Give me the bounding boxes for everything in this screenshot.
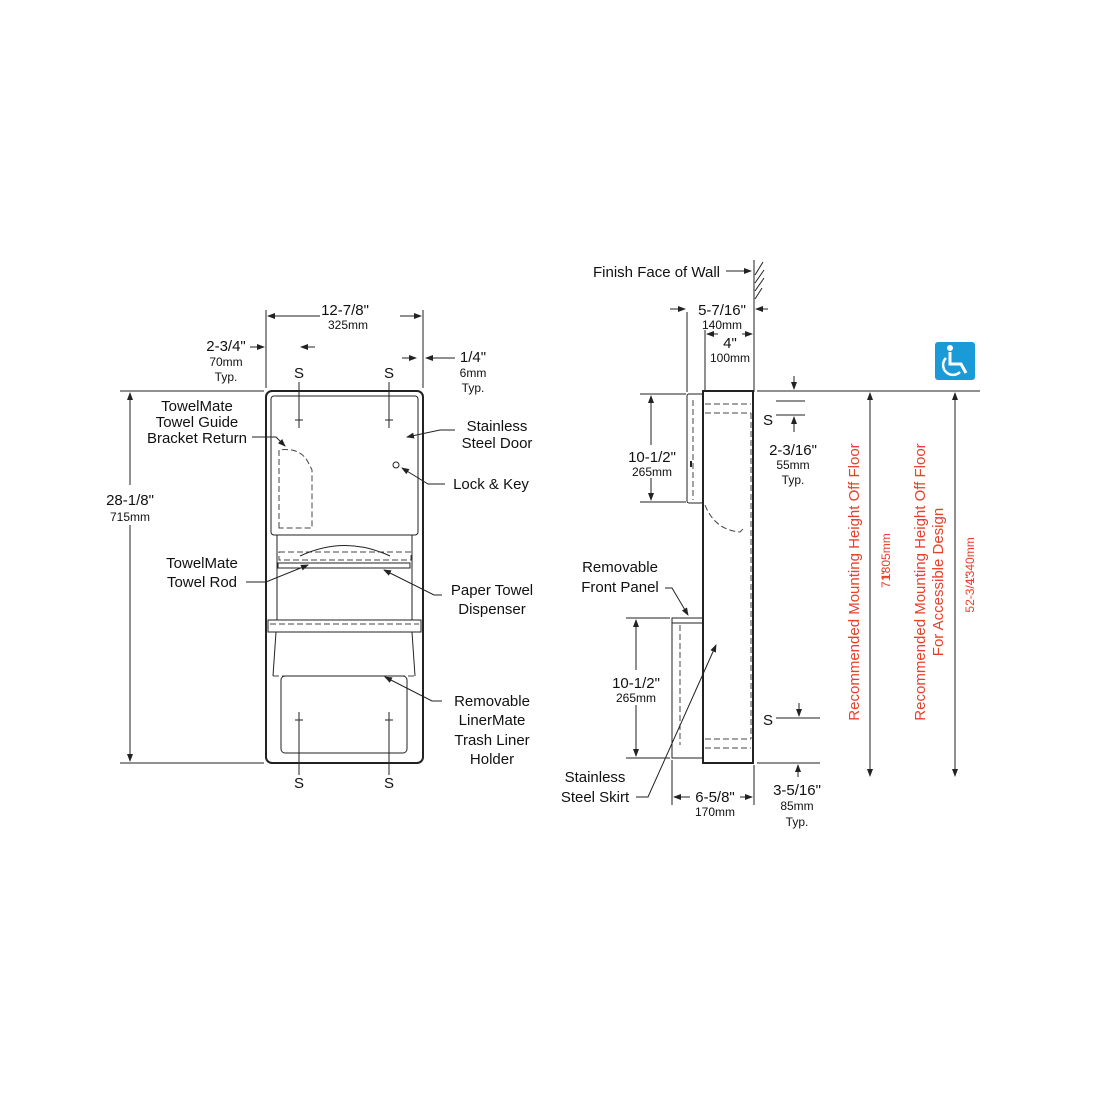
cabinet-outline <box>265 390 424 764</box>
towel-rod-label: Towel Rod <box>167 574 237 591</box>
accessible-height-label: Recommended Mounting Height Off Floor <box>912 443 929 720</box>
standard-height-imperial: 71'' <box>879 570 893 588</box>
front-panel-label: Removable <box>582 559 658 576</box>
lock-label: Lock & Key <box>453 476 529 493</box>
upper-height-metric: 265mm <box>632 465 672 479</box>
towel-guide-label: TowelMate <box>161 398 233 415</box>
bottom-screw-metric: 85mm <box>780 799 813 813</box>
screw-marker: S <box>763 412 773 429</box>
bottom-screw-dim: 3-5/16" <box>773 782 821 799</box>
dispenser-label: Dispenser <box>458 601 526 618</box>
skirt-label: Stainless <box>565 769 626 786</box>
lower-height-metric: 265mm <box>616 691 656 705</box>
recess-dim: 4" <box>723 335 737 352</box>
towel-guide-label: Bracket Return <box>147 430 247 447</box>
height-dim: 28-1/8" <box>106 492 154 509</box>
accessible-height-metric: 1340mm <box>963 537 977 584</box>
side-view: Finish Face of Wall 5-7/16" 140mm 4" 100… <box>561 260 821 829</box>
standard-height-metric: 1805mm <box>879 533 893 580</box>
screw-marker: S <box>294 775 304 792</box>
screw-marker: S <box>384 775 394 792</box>
screw-marker: S <box>384 365 394 382</box>
door-label: Stainless <box>467 418 528 435</box>
liner-holder-label: Holder <box>470 751 514 768</box>
width-dim-metric: 325mm <box>328 318 368 332</box>
screw-marker: S <box>294 365 304 382</box>
accessible-height-label: For Accessible Design <box>930 508 947 656</box>
depth-dim-metric: 140mm <box>702 318 742 332</box>
towel-rod-dashed <box>278 551 412 561</box>
wheelchair-accessibility-icon <box>935 342 975 380</box>
towel-rod <box>277 562 411 569</box>
upper-front-side <box>686 393 704 504</box>
door <box>270 395 419 536</box>
depth-dim: 5-7/16" <box>698 302 746 319</box>
skirt-label: Steel Skirt <box>561 789 630 806</box>
liner-holder-label: Removable <box>454 693 530 710</box>
accessible-height-imperial: 52-3/4'' <box>963 574 977 613</box>
top-screw-metric: 55mm <box>776 458 809 472</box>
lower-band <box>267 619 422 633</box>
recess-dim-metric: 100mm <box>710 351 750 365</box>
mounting-heights: Recommended Mounting Height Off Floor 71… <box>757 342 980 777</box>
wall-label: Finish Face of Wall <box>593 264 720 281</box>
top-screw-dim: 2-3/16" <box>769 442 817 459</box>
screw-marks <box>295 382 393 775</box>
liner-holder-label: LinerMate <box>459 712 526 729</box>
right-offset-metric: 6mm <box>460 366 487 380</box>
liner-holder <box>280 675 408 754</box>
towel-rod-label: TowelMate <box>166 555 238 572</box>
paper-towel-curve <box>299 545 391 557</box>
right-offset-note: Typ. <box>462 381 485 395</box>
door-label: Steel Door <box>462 435 533 452</box>
skirt-depth-dim: 6-5/8" <box>695 789 735 806</box>
left-offset-dim: 2-3/4" <box>206 338 246 355</box>
bottom-screw-note: Typ. <box>786 815 809 829</box>
skirt-depth-metric: 170mm <box>695 805 735 819</box>
towel-guide-label: Towel Guide <box>156 414 239 431</box>
width-dim: 12-7/8" <box>321 302 369 319</box>
top-screw-note: Typ. <box>782 473 805 487</box>
screw-marker: S <box>763 712 773 729</box>
front-panel-label: Front Panel <box>581 579 659 596</box>
right-offset-dim: 1/4" <box>460 349 486 366</box>
upper-height-dim: 10-1/2" <box>628 449 676 466</box>
front-view: S S S S 12-7/8" 325mm 2-3/4" 70mm Typ. 1… <box>106 302 533 792</box>
liner-holder-label: Trash Liner <box>454 732 529 749</box>
lock-icon <box>392 461 400 469</box>
cabinet-side <box>702 390 754 764</box>
standard-height-label: Recommended Mounting Height Off Floor <box>846 443 863 720</box>
lower-panel-side <box>671 617 704 759</box>
lower-height-dim: 10-1/2" <box>612 675 660 692</box>
height-dim-metric: 715mm <box>110 510 150 524</box>
left-offset-metric: 70mm <box>209 355 242 369</box>
towel-guide <box>278 449 313 529</box>
dispenser-label: Paper Towel <box>451 582 533 599</box>
left-offset-note: Typ. <box>215 370 238 384</box>
